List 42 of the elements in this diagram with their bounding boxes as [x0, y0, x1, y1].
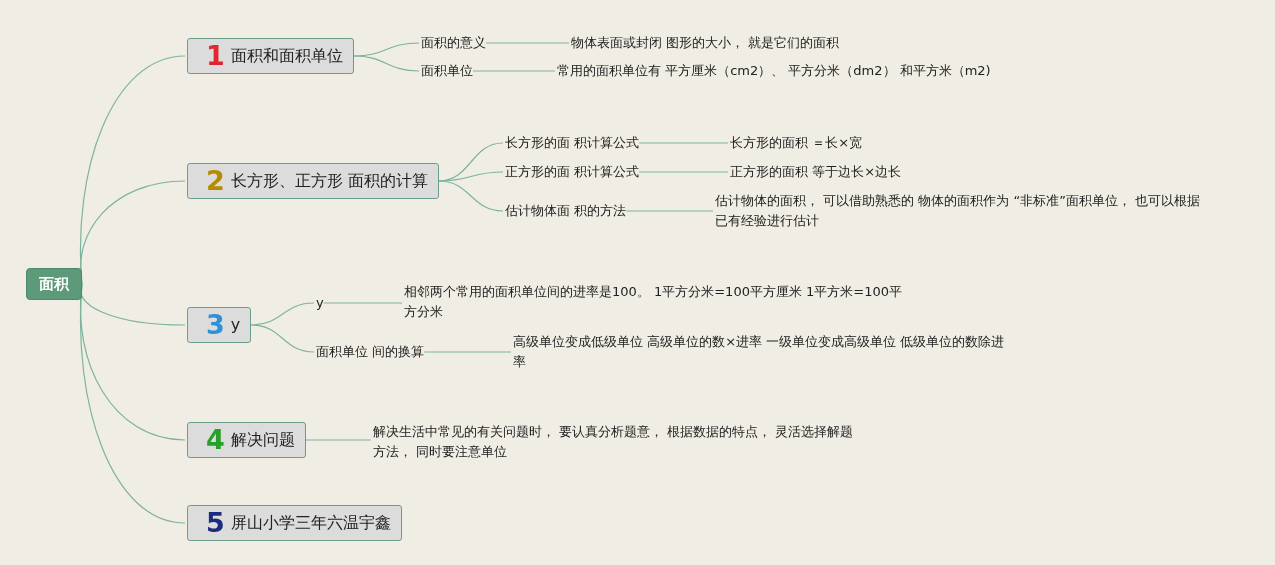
topic-title: 屏山小学三年六温宇鑫	[230, 513, 391, 533]
topic-box	[187, 163, 439, 199]
connector-line	[305, 439, 372, 441]
number-label: 2	[206, 168, 225, 194]
connector-line	[250, 324, 315, 353]
topic-box	[187, 422, 306, 458]
connector-line	[423, 351, 512, 353]
topic-title: 长方形、正方形 面积的计算	[230, 171, 428, 191]
topic-title: y	[230, 315, 241, 335]
branch-text: 物体表面或封闭 图形的大小， 就是它们的面积	[571, 33, 840, 53]
branch-text: 面积的意义	[421, 33, 486, 53]
connector-line	[638, 171, 729, 173]
branch-text: y	[316, 293, 324, 313]
connector-line	[638, 142, 729, 144]
branch-text: 解决生活中常见的有关问题时， 要认真分析题意， 根据数据的特点， 灵活选择解题方法， 同时要注意单位	[373, 422, 865, 462]
branch-text: 估计物体的面积， 可以借助熟悉的 物体的面积作为 “非标准”面积单位， 也可以根据已有经验进行估计	[715, 191, 1210, 231]
branch-text: 正方形的面 积计算公式	[505, 162, 640, 182]
topic-title: 解决问题	[230, 430, 295, 450]
topic-box	[187, 505, 402, 541]
branch-text: 常用的面积单位有 平方厘米（cm2）、 平方分米（dm2） 和平方米（m2)	[557, 61, 991, 81]
number-label: 4	[206, 427, 225, 453]
branch-text: 正方形的面积 等于边长×边长	[730, 162, 902, 182]
connector-line	[625, 210, 714, 212]
branch-text: 相邻两个常用的面积单位间的进率是100。 1平方分米=100平方厘米 1平方米=100平方分米	[404, 282, 904, 322]
number-label: 1	[206, 43, 225, 69]
branch-text: 面积单位 间的换算	[316, 342, 425, 362]
connector-line	[353, 55, 420, 72]
branch-text: 面积单位	[421, 61, 473, 81]
branch-text: 长方形的面 积计算公式	[505, 133, 640, 153]
connector-line	[323, 302, 403, 304]
topic-box	[187, 307, 252, 343]
connector-line	[485, 42, 570, 44]
topic-box	[187, 38, 354, 74]
root-topic-box: 面积	[26, 268, 82, 300]
branch-text: 估计物体面 积的方法	[505, 201, 627, 221]
branch-text: 长方形的面积 ＝长×宽	[730, 133, 863, 153]
connector-line	[472, 70, 556, 72]
connector-line	[438, 180, 504, 212]
number-label: 3	[206, 312, 225, 338]
topic-title: 面积和面积单位	[230, 46, 343, 66]
number-label: 5	[206, 510, 225, 536]
branch-text: 高级单位变成低级单位 高级单位的数×进率 一级单位变成高级单位 低级单位的数除进率	[513, 332, 1013, 372]
